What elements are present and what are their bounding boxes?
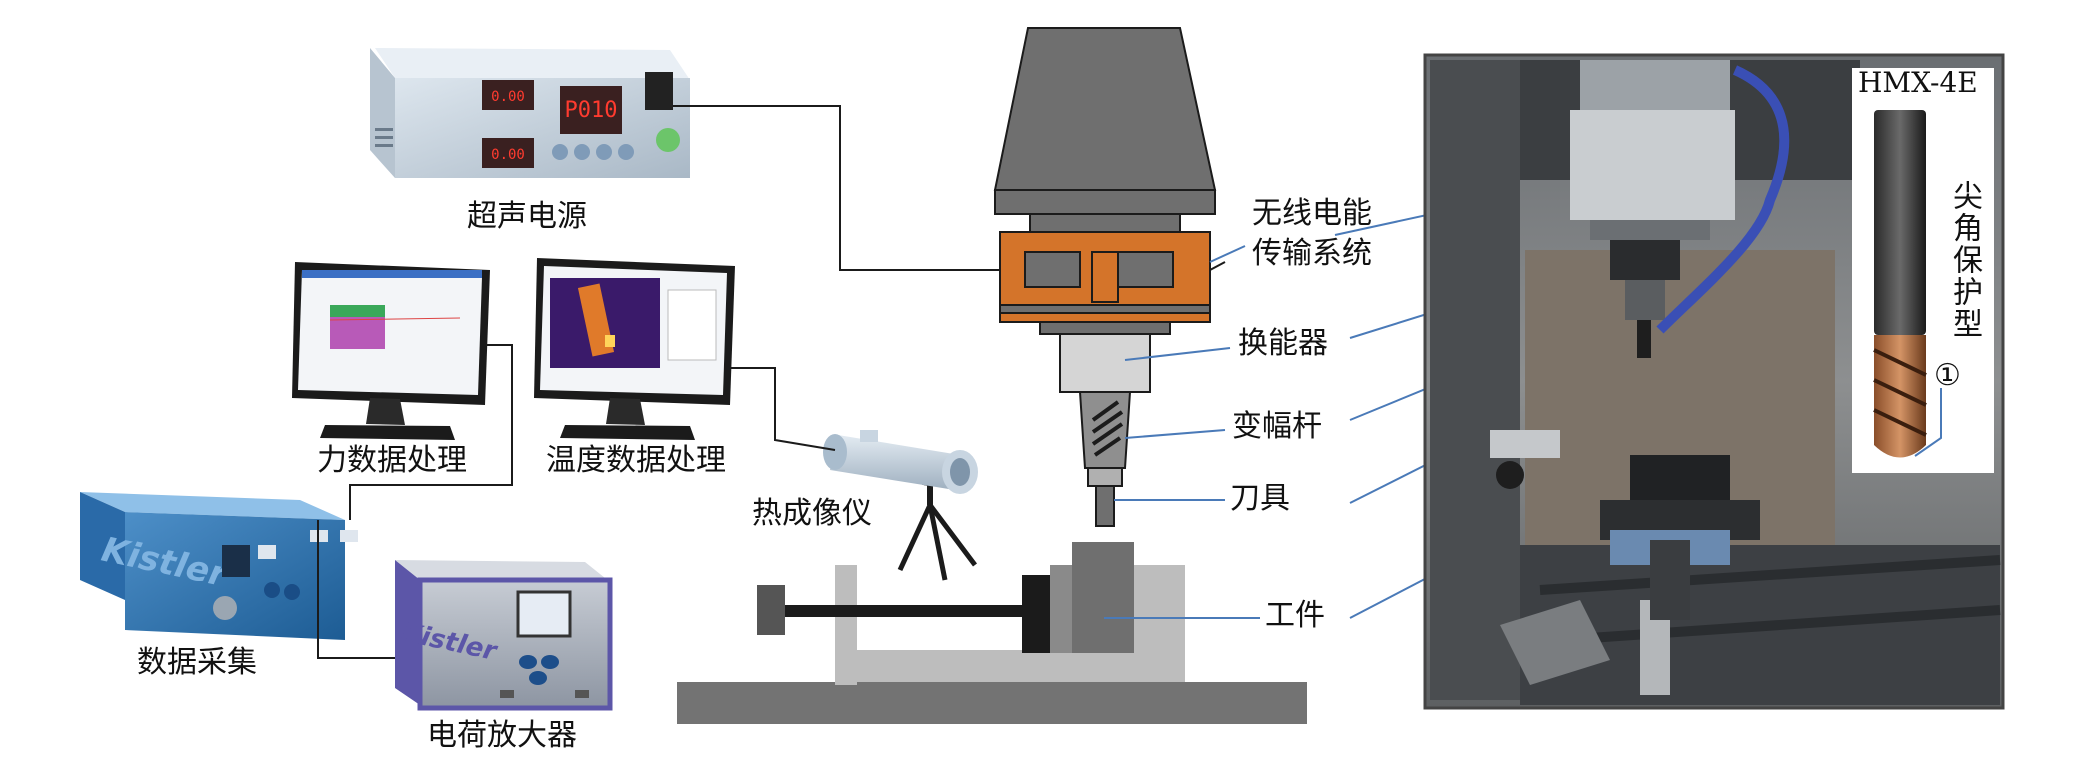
label-workpiece: 工件 <box>1265 598 1325 633</box>
tool-callout-number: ① <box>1930 358 1965 395</box>
label-charge-amplifier: 电荷放大器 <box>427 718 577 753</box>
tool-type-label: 尖角保护型 <box>1947 180 1982 340</box>
end-mill-inset <box>1852 68 1994 473</box>
label-wireless-power-line1: 无线电能 <box>1252 196 1372 231</box>
spindle-assembly <box>993 27 1217 527</box>
data-acquisition-box: Kistler <box>80 492 358 640</box>
label-transducer: 换能器 <box>1238 326 1328 361</box>
workpiece <box>1072 542 1134 653</box>
force-monitor <box>292 262 490 440</box>
power-display-3: 0.00 <box>491 147 525 163</box>
power-display-2: P010 <box>565 98 618 123</box>
charge-amplifier: Kistler <box>395 560 613 711</box>
label-ultrasonic-power: 超声电源 <box>467 199 587 234</box>
machine-photo <box>1423 53 2005 710</box>
tool <box>1095 485 1115 527</box>
vise-fixture <box>677 542 1307 724</box>
label-wireless-power-line2: 传输系统 <box>1252 236 1372 271</box>
ultrasonic-power-supply: 0.00 P010 0.00 <box>370 48 690 178</box>
label-temperature-processing: 温度数据处理 <box>546 443 726 478</box>
label-data-acquisition: 数据采集 <box>137 645 257 680</box>
horn <box>1078 391 1132 469</box>
thermal-imager <box>823 430 978 581</box>
label-force-processing: 力数据处理 <box>317 443 467 478</box>
tool-model-label: HMX-4E <box>1858 66 1978 99</box>
label-thermal-imager: 热成像仪 <box>752 496 872 531</box>
connection-wires <box>317 105 1226 659</box>
power-display-1: 0.00 <box>491 89 525 105</box>
temperature-monitor <box>534 258 735 440</box>
vent-slots <box>375 128 393 147</box>
label-tool: 刀具 <box>1230 481 1290 516</box>
label-horn: 变幅杆 <box>1232 409 1322 444</box>
transducer <box>1039 321 1171 335</box>
